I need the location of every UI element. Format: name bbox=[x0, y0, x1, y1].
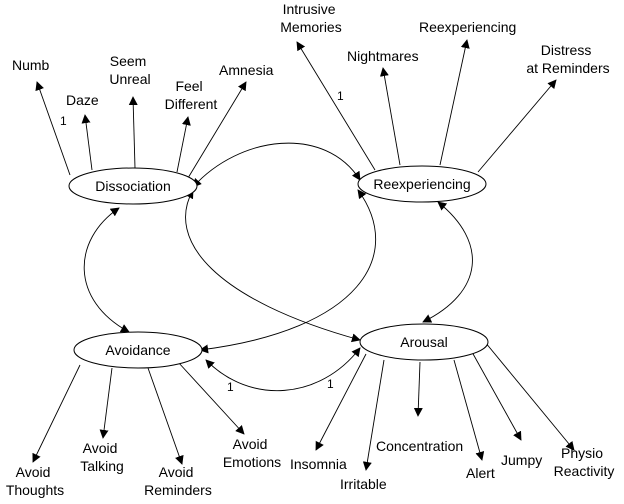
edge-dissociation-daze bbox=[81, 114, 93, 171]
indicator-labels: Numb Daze Seem Unreal Feel Different Amn… bbox=[6, 1, 615, 498]
factor-label-arousal: Arousal bbox=[400, 334, 447, 350]
cov-dissociation-arousal bbox=[185, 189, 361, 343]
indicator-daze: Daze bbox=[66, 92, 99, 108]
edge-arousal-concentration bbox=[413, 361, 423, 417]
edge-arousal-physio bbox=[484, 341, 575, 451]
edge-arousal-alert bbox=[453, 359, 485, 461]
fixed-loading-avoidance-arousal-left: 1 bbox=[227, 380, 234, 394]
edge-reexp-distress bbox=[477, 79, 557, 173]
indicator-insomnia: Insomnia bbox=[290, 456, 347, 472]
edge-avoidance-avoid-thoughts bbox=[32, 364, 81, 463]
indicator-nightmares: Nightmares bbox=[347, 48, 419, 64]
edge-arousal-irritable bbox=[362, 359, 385, 471]
avoidance-loadings bbox=[32, 361, 245, 465]
indicator-seem-unreal: Seem Unreal bbox=[109, 53, 150, 87]
edge-reexp-nightmares bbox=[379, 67, 401, 166]
cov-reexperiencing-avoidance bbox=[199, 189, 377, 354]
factor-node-arousal: Arousal bbox=[359, 323, 489, 361]
dissociation-loadings bbox=[35, 81, 247, 179]
indicator-jumpy: Jumpy bbox=[501, 452, 542, 468]
edge-dissociation-seem-unreal bbox=[128, 96, 138, 169]
edge-dissociation-numb bbox=[35, 81, 71, 176]
edge-avoidance-avoid-reminders bbox=[147, 367, 184, 465]
indicator-distress-at-reminders: Distress at Reminders bbox=[526, 42, 609, 76]
edge-reexp-intrusive-memories bbox=[296, 41, 376, 171]
edge-avoidance-avoid-emotions bbox=[177, 361, 245, 435]
fixed-loading-avoidance-arousal-right: 1 bbox=[327, 377, 334, 391]
edge-reexp-reexperiencing-item bbox=[439, 39, 470, 166]
factor-covariances bbox=[83, 142, 473, 392]
fixed-loading-intrusive-memories: 1 bbox=[337, 89, 344, 103]
indicator-numb: Numb bbox=[12, 57, 50, 73]
indicator-amnesia: Amnesia bbox=[219, 62, 274, 78]
cov-dissociation-reexperiencing bbox=[192, 142, 361, 188]
factor-node-dissociation: Dissociation bbox=[68, 167, 198, 205]
indicator-irritable: Irritable bbox=[340, 476, 387, 492]
arousal-loadings bbox=[315, 341, 575, 471]
factor-label-reexperiencing: Reexperiencing bbox=[373, 176, 470, 192]
indicator-avoid-thoughts: Avoid Thoughts bbox=[6, 464, 64, 498]
factor-label-avoidance: Avoidance bbox=[105, 342, 170, 358]
factor-label-dissociation: Dissociation bbox=[95, 178, 170, 194]
indicator-avoid-reminders: Avoid Reminders bbox=[144, 464, 212, 498]
cov-reexperiencing-arousal bbox=[422, 201, 473, 323]
indicator-physio-reactivity: Physio Reactivity bbox=[554, 445, 615, 479]
factor-node-avoidance: Avoidance bbox=[73, 331, 203, 369]
factor-node-reexperiencing: Reexperiencing bbox=[357, 165, 487, 203]
indicator-feel-different: Feel Different bbox=[165, 78, 218, 112]
indicator-avoid-talking: Avoid Talking bbox=[80, 440, 124, 474]
edge-avoidance-avoid-talking bbox=[99, 367, 113, 439]
cov-dissociation-avoidance bbox=[83, 207, 130, 333]
cov-avoidance-arousal bbox=[205, 347, 361, 392]
edge-dissociation-feel-different bbox=[176, 116, 191, 173]
indicator-intrusive-memories: Intrusive Memories bbox=[280, 1, 341, 35]
fixed-loading-daze: 1 bbox=[60, 114, 67, 128]
edge-dissociation-amnesia bbox=[187, 81, 247, 179]
reexperiencing-loadings bbox=[296, 39, 557, 173]
indicator-alert: Alert bbox=[466, 465, 495, 481]
indicator-reexperiencing-item: Reexperiencing bbox=[419, 19, 516, 35]
indicator-avoid-emotions: Avoid Emotions bbox=[223, 436, 281, 470]
indicator-concentration: Concentration bbox=[376, 438, 463, 454]
fixed-loading-labels: 1 1 1 1 bbox=[60, 89, 344, 394]
edge-arousal-jumpy bbox=[471, 351, 522, 441]
edge-arousal-insomnia bbox=[315, 353, 367, 451]
